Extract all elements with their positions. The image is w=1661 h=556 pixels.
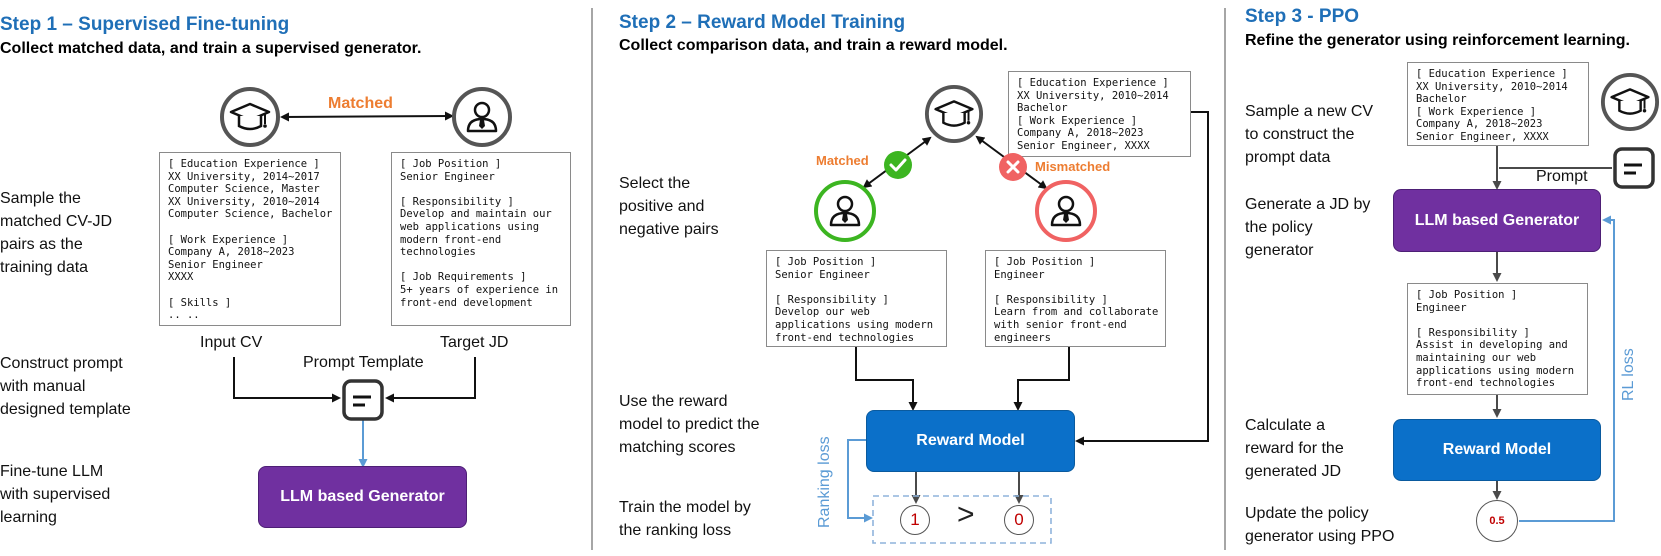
step3-jd-card: [ Job Position ] Engineer [ Responsibili… xyxy=(1407,283,1588,395)
step3-desc-update: Update the policy generator using PPO xyxy=(1245,505,1395,545)
step2-title: Step 2 – Reward Model Training xyxy=(619,12,906,33)
score-negative: 0 xyxy=(1004,505,1034,535)
step2-mismatched-label: Mismatched xyxy=(1035,159,1111,174)
graduation-cap-icon xyxy=(924,84,984,144)
graduation-cap-icon xyxy=(1600,72,1660,132)
step3-desc-calc: Calculate a reward for the generated JD xyxy=(1245,417,1344,480)
step3-desc-generate: Generate a JD by the policy generator xyxy=(1245,196,1371,259)
step2-cv-card: [ Education Experience ] XX University, … xyxy=(1008,71,1191,157)
step1-desc-finetune: Fine-tune LLM with supervised learning xyxy=(0,463,111,526)
score-positive: 1 xyxy=(900,505,930,535)
step2-desc-use: Use the reward model to predict the matc… xyxy=(619,393,760,456)
step2-subtitle: Collect comparison data, and train a rew… xyxy=(619,37,1008,54)
step2-matched-label: Matched xyxy=(816,153,869,168)
score-output: 0.5 xyxy=(1476,500,1518,542)
graduation-cap-icon xyxy=(220,87,280,147)
step1-generator-box: LLM based Generator xyxy=(258,466,467,528)
step3-title: Step 3 - PPO xyxy=(1245,6,1360,27)
person-icon xyxy=(452,87,512,147)
step3-desc-sample: Sample a new CV to construct the prompt … xyxy=(1245,103,1374,166)
step1-cv-card: [ Education Experience ] XX University, … xyxy=(159,152,341,326)
step1-desc-prompt: Construct prompt with manual designed te… xyxy=(0,355,131,418)
step2-reward-model-box: Reward Model xyxy=(866,410,1075,472)
ranking-loss-label: Ranking loss xyxy=(816,436,833,528)
target-jd-label: Target JD xyxy=(440,334,509,351)
rl-loss-label: RL loss xyxy=(1620,348,1637,401)
step2-desc-train: Train the model by the ranking loss xyxy=(619,499,751,539)
template-icon xyxy=(1613,147,1655,189)
cross-icon xyxy=(999,153,1027,181)
separator-2 xyxy=(1224,8,1226,550)
step1-title: Step 1 – Supervised Fine-tuning xyxy=(0,14,290,35)
step3-subtitle: Refine the generator using reinforcement… xyxy=(1245,32,1630,49)
prompt-label: Prompt xyxy=(1536,168,1588,185)
step2-jd-positive-card: [ Job Position ] Senior Engineer [ Respo… xyxy=(766,250,947,347)
separator-1 xyxy=(591,8,593,550)
step3-cv-card: [ Education Experience ] XX University, … xyxy=(1407,62,1589,146)
step1-subtitle: Collect matched data, and train a superv… xyxy=(0,40,422,57)
step2-desc-select: Select the positive and negative pairs xyxy=(619,175,719,238)
prompt-template-label: Prompt Template xyxy=(303,354,424,371)
step1-jd-card: [ Job Position ] Senior Engineer [ Respo… xyxy=(391,152,571,326)
template-icon xyxy=(342,379,384,421)
step1-matched-label: Matched xyxy=(328,95,393,112)
step3-reward-model-box: Reward Model xyxy=(1393,419,1601,481)
step2-jd-negative-card: [ Job Position ] Engineer [ Responsibili… xyxy=(985,250,1166,347)
person-icon xyxy=(814,180,876,242)
step1-desc-sample: Sample the matched CV-JD pairs as the tr… xyxy=(0,190,113,276)
greater-than-symbol: > xyxy=(957,498,975,531)
step3-generator-box: LLM based Generator xyxy=(1393,189,1601,252)
person-icon xyxy=(1035,180,1097,242)
check-icon xyxy=(884,151,912,179)
input-cv-label: Input CV xyxy=(200,334,263,351)
